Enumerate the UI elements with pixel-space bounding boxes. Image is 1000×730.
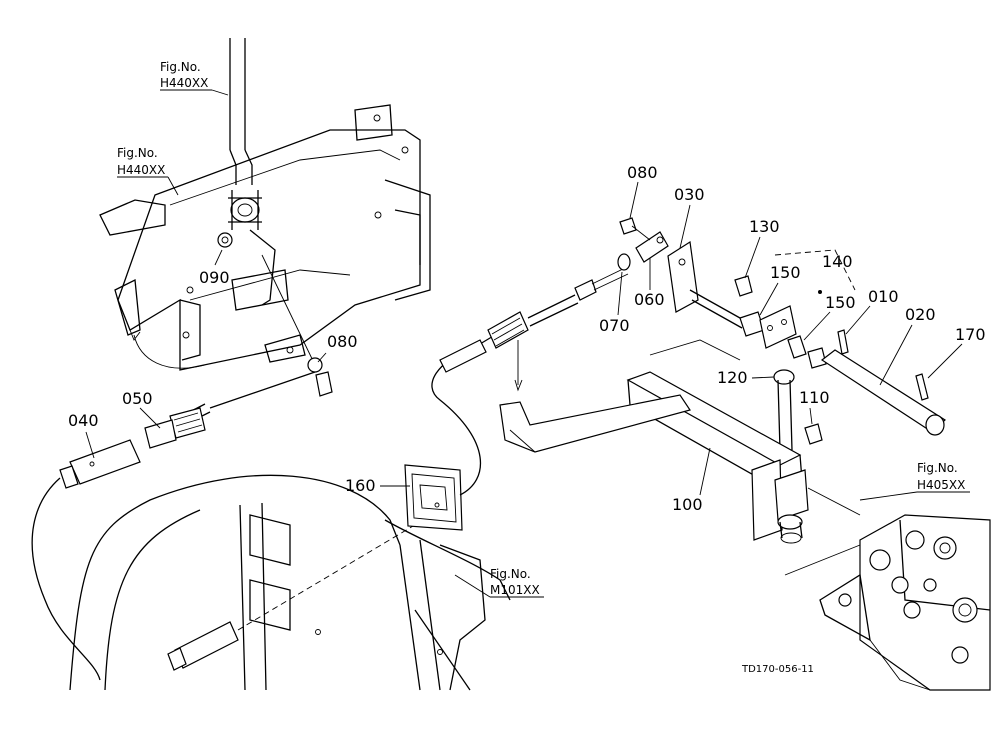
figure-ref-h440xx-top: Fig.No. H440XX	[160, 60, 229, 96]
drawing-code: TD170-056-11	[741, 664, 814, 675]
fig-ref-code: M101XX	[490, 583, 540, 597]
part-label-050: 050	[122, 389, 153, 408]
part-label-100: 100	[672, 495, 703, 514]
part-label-060: 060	[634, 290, 665, 309]
part-label-070: 070	[599, 316, 630, 335]
cable-and-bracket-right	[439, 217, 946, 576]
part-label-140: 140	[822, 252, 853, 271]
fig-ref-label: Fig.No.	[490, 567, 531, 581]
fig-ref-code: H440XX	[160, 76, 208, 90]
part-labels: 090 080 050 040 160 080 030 130 140 150 …	[68, 163, 986, 514]
part-label-010: 010	[868, 287, 899, 306]
part-label-170: 170	[955, 325, 986, 344]
part-label-120: 120	[717, 368, 748, 387]
hydraulic-valve	[819, 514, 991, 691]
part-label-130: 130	[749, 217, 780, 236]
part-label-030: 030	[674, 185, 705, 204]
fig-ref-label: Fig.No.	[160, 60, 201, 74]
fig-ref-label: Fig.No.	[117, 146, 158, 160]
part-label-040: 040	[68, 411, 99, 430]
part-label-080-left: 080	[327, 332, 358, 351]
figure-ref-m101xx: Fig.No. M101XX	[454, 567, 544, 598]
figure-ref-h405xx: Fig.No. H405XX	[859, 461, 970, 501]
control-panel-assembly	[99, 38, 431, 397]
throttle-cable-left	[31, 329, 316, 681]
figure-ref-h440xx-mid: Fig.No. H440XX	[117, 146, 179, 196]
part-label-080-right: 080	[627, 163, 658, 182]
part-label-160: 160	[345, 476, 376, 495]
fender-console	[69, 349, 511, 691]
part-label-110: 110	[799, 388, 830, 407]
fig-ref-code: H405XX	[917, 478, 965, 492]
part-label-090: 090	[199, 268, 230, 287]
fig-ref-label: Fig.No.	[917, 461, 958, 475]
fig-ref-code: H440XX	[117, 163, 165, 177]
part-label-150-lower: 150	[825, 293, 856, 312]
part-label-020: 020	[905, 305, 936, 324]
part-label-150-upper: 150	[770, 263, 801, 282]
